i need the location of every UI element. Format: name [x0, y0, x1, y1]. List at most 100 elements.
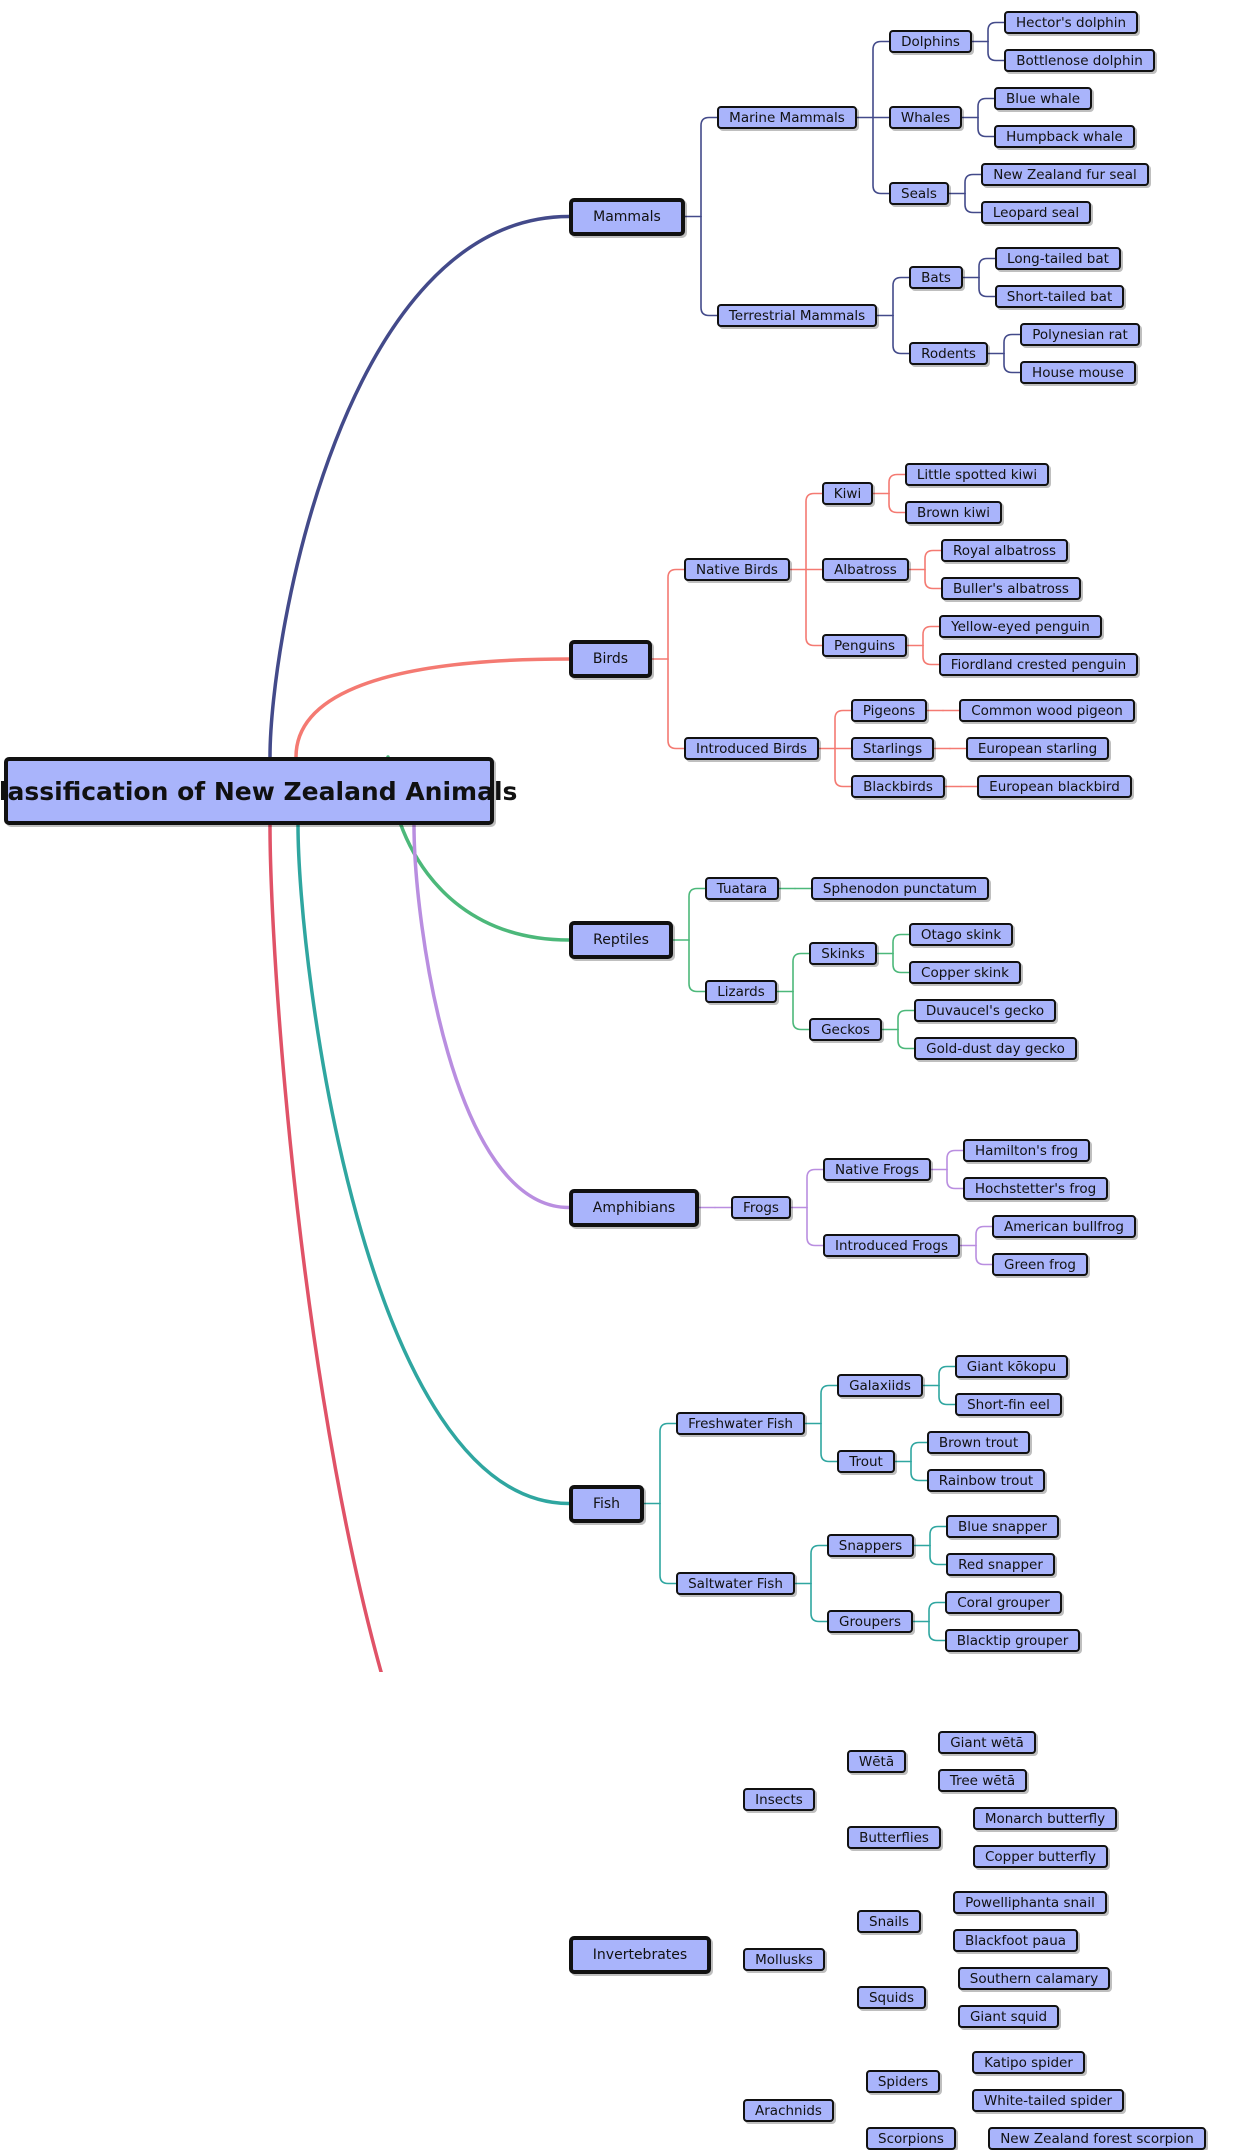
- species-node-leopard-seal[interactable]: Leopard seal: [981, 201, 1091, 224]
- species-node-duvaucel-s-gecko[interactable]: Duvaucel's gecko: [914, 999, 1056, 1022]
- group-node-galaxiids[interactable]: Galaxiids: [837, 1374, 923, 1397]
- group-node-terrestrial-mammals[interactable]: Terrestrial Mammals: [717, 304, 877, 327]
- root-node-title[interactable]: Classification of New Zealand Animals: [0, 757, 517, 825]
- group-node-freshwater-fish[interactable]: Freshwater Fish: [676, 1412, 805, 1435]
- node-label: Brown kiwi: [916, 504, 991, 521]
- group-node-snails[interactable]: Snails: [857, 1910, 921, 1933]
- species-node-gold-dust-day-gecko[interactable]: Gold-dust day gecko: [914, 1037, 1077, 1060]
- species-node-katipo-spider[interactable]: Katipo spider: [972, 2051, 1085, 2074]
- species-node-giant-squid[interactable]: Giant squid: [958, 2005, 1059, 2028]
- species-node-fiordland-crested-penguin[interactable]: Fiordland crested penguin: [939, 653, 1138, 676]
- group-node-native-birds[interactable]: Native Birds: [684, 558, 790, 581]
- species-node-powelliphanta-snail[interactable]: Powelliphanta snail: [953, 1891, 1107, 1914]
- group-node-starlings[interactable]: Starlings: [851, 737, 934, 760]
- group-node-frogs[interactable]: Frogs: [731, 1196, 791, 1219]
- group-node-bats[interactable]: Bats: [909, 266, 963, 289]
- group-node-pigeons[interactable]: Pigeons: [851, 699, 927, 722]
- group-node-tuatara[interactable]: Tuatara: [705, 877, 779, 900]
- species-node-green-frog[interactable]: Green frog: [992, 1253, 1088, 1276]
- group-node-saltwater-fish[interactable]: Saltwater Fish: [676, 1572, 795, 1595]
- group-node-groupers[interactable]: Groupers: [827, 1610, 913, 1633]
- group-node-introduced-frogs[interactable]: Introduced Frogs: [823, 1234, 960, 1257]
- group-node-spiders[interactable]: Spiders: [866, 2070, 940, 2093]
- species-node-copper-butterfly[interactable]: Copper butterfly: [973, 1845, 1108, 1868]
- species-node-yellow-eyed-penguin[interactable]: Yellow-eyed penguin: [939, 615, 1102, 638]
- species-node-new-zealand-fur-seal[interactable]: New Zealand fur seal: [981, 163, 1149, 186]
- species-node-red-snapper[interactable]: Red snapper: [946, 1553, 1055, 1576]
- species-node-bottlenose-dolphin[interactable]: Bottlenose dolphin: [1004, 49, 1155, 72]
- species-node-common-wood-pigeon[interactable]: Common wood pigeon: [959, 699, 1135, 722]
- connector-skinks: [792, 952, 810, 993]
- group-node-weta[interactable]: Wētā: [847, 1750, 906, 1773]
- species-node-european-blackbird[interactable]: European blackbird: [977, 775, 1132, 798]
- species-node-short-fin-eel[interactable]: Short-fin eel: [955, 1393, 1062, 1416]
- category-node-reptiles[interactable]: Reptiles: [569, 921, 673, 959]
- species-node-american-bullfrog[interactable]: American bullfrog: [992, 1215, 1136, 1238]
- group-node-snappers[interactable]: Snappers: [827, 1534, 914, 1557]
- group-node-squids[interactable]: Squids: [857, 1986, 926, 2009]
- species-node-rainbow-trout[interactable]: Rainbow trout: [927, 1469, 1045, 1492]
- group-node-lizards[interactable]: Lizards: [705, 980, 777, 1003]
- species-node-sphenodon-punctatum[interactable]: Sphenodon punctatum: [811, 877, 989, 900]
- species-node-royal-albatross[interactable]: Royal albatross: [941, 539, 1068, 562]
- category-node-mammals[interactable]: Mammals: [569, 198, 685, 236]
- category-node-birds[interactable]: Birds: [569, 640, 652, 678]
- species-node-polynesian-rat[interactable]: Polynesian rat: [1020, 323, 1140, 346]
- species-node-house-mouse[interactable]: House mouse: [1020, 361, 1136, 384]
- species-node-monarch-butterfly[interactable]: Monarch butterfly: [973, 1807, 1117, 1830]
- species-node-brown-kiwi[interactable]: Brown kiwi: [905, 501, 1002, 524]
- species-node-buller-s-albatross[interactable]: Buller's albatross: [941, 577, 1081, 600]
- species-node-brown-trout[interactable]: Brown trout: [927, 1431, 1030, 1454]
- species-node-little-spotted-kiwi[interactable]: Little spotted kiwi: [905, 463, 1049, 486]
- group-node-seals[interactable]: Seals: [889, 182, 949, 205]
- node-label: Butterflies: [859, 1829, 929, 1846]
- species-node-long-tailed-bat[interactable]: Long-tailed bat: [995, 247, 1121, 270]
- connector-lizards: [688, 939, 706, 993]
- group-node-mollusks[interactable]: Mollusks: [743, 1948, 825, 1971]
- species-node-short-tailed-bat[interactable]: Short-tailed bat: [995, 285, 1124, 308]
- group-node-scorpions[interactable]: Scorpions: [866, 2127, 956, 2150]
- group-node-arachnids[interactable]: Arachnids: [743, 2099, 834, 2122]
- group-node-insects[interactable]: Insects: [743, 1788, 815, 1811]
- group-node-skinks[interactable]: Skinks: [809, 942, 877, 965]
- species-node-new-zealand-forest-scorpion[interactable]: New Zealand forest scorpion: [988, 2127, 1206, 2150]
- category-node-fish[interactable]: Fish: [569, 1485, 644, 1523]
- group-node-butterflies[interactable]: Butterflies: [847, 1826, 941, 1849]
- species-node-white-tailed-spider[interactable]: White-tailed spider: [972, 2089, 1124, 2112]
- species-node-hector-s-dolphin[interactable]: Hector's dolphin: [1004, 11, 1138, 34]
- species-node-giant-weta[interactable]: Giant wētā: [938, 1731, 1036, 1754]
- species-node-otago-skink[interactable]: Otago skink: [909, 923, 1013, 946]
- species-node-copper-skink[interactable]: Copper skink: [909, 961, 1021, 984]
- connector-house-mouse: [1003, 352, 1021, 374]
- species-node-european-starling[interactable]: European starling: [966, 737, 1109, 760]
- species-node-humpback-whale[interactable]: Humpback whale: [994, 125, 1135, 148]
- species-node-tree-weta[interactable]: Tree wētā: [938, 1769, 1027, 1792]
- species-node-hamilton-s-frog[interactable]: Hamilton's frog: [963, 1139, 1090, 1162]
- species-node-blacktip-grouper[interactable]: Blacktip grouper: [945, 1629, 1080, 1652]
- species-node-blue-snapper[interactable]: Blue snapper: [946, 1515, 1059, 1538]
- species-node-giant-kokopu[interactable]: Giant kōkopu: [955, 1355, 1068, 1378]
- connector-yellow-eyed-penguin: [922, 625, 940, 647]
- species-node-southern-calamary[interactable]: Southern calamary: [958, 1967, 1110, 1990]
- species-node-blue-whale[interactable]: Blue whale: [994, 87, 1092, 110]
- category-node-amphibians[interactable]: Amphibians: [569, 1189, 699, 1227]
- group-node-native-frogs[interactable]: Native Frogs: [823, 1158, 931, 1181]
- group-node-penguins[interactable]: Penguins: [822, 634, 907, 657]
- group-node-geckos[interactable]: Geckos: [809, 1018, 882, 1041]
- group-node-dolphins[interactable]: Dolphins: [889, 30, 972, 53]
- group-node-rodents[interactable]: Rodents: [909, 342, 988, 365]
- species-node-blackfoot-paua[interactable]: Blackfoot paua: [953, 1929, 1078, 1952]
- node-label: Trout: [849, 1453, 883, 1470]
- node-label: Terrestrial Mammals: [728, 307, 866, 324]
- group-node-albatross[interactable]: Albatross: [822, 558, 909, 581]
- category-node-invertebrates[interactable]: Invertebrates: [569, 1936, 711, 1974]
- species-node-coral-grouper[interactable]: Coral grouper: [945, 1591, 1062, 1614]
- group-node-whales[interactable]: Whales: [889, 106, 962, 129]
- group-node-kiwi[interactable]: Kiwi: [822, 482, 873, 505]
- group-node-blackbirds[interactable]: Blackbirds: [851, 775, 945, 798]
- group-node-trout[interactable]: Trout: [837, 1450, 895, 1473]
- group-node-marine-mammals[interactable]: Marine Mammals: [717, 106, 857, 129]
- group-node-introduced-birds[interactable]: Introduced Birds: [684, 737, 819, 760]
- species-node-hochstetter-s-frog[interactable]: Hochstetter's frog: [963, 1177, 1108, 1200]
- node-label: Powelliphanta snail: [965, 1894, 1095, 1911]
